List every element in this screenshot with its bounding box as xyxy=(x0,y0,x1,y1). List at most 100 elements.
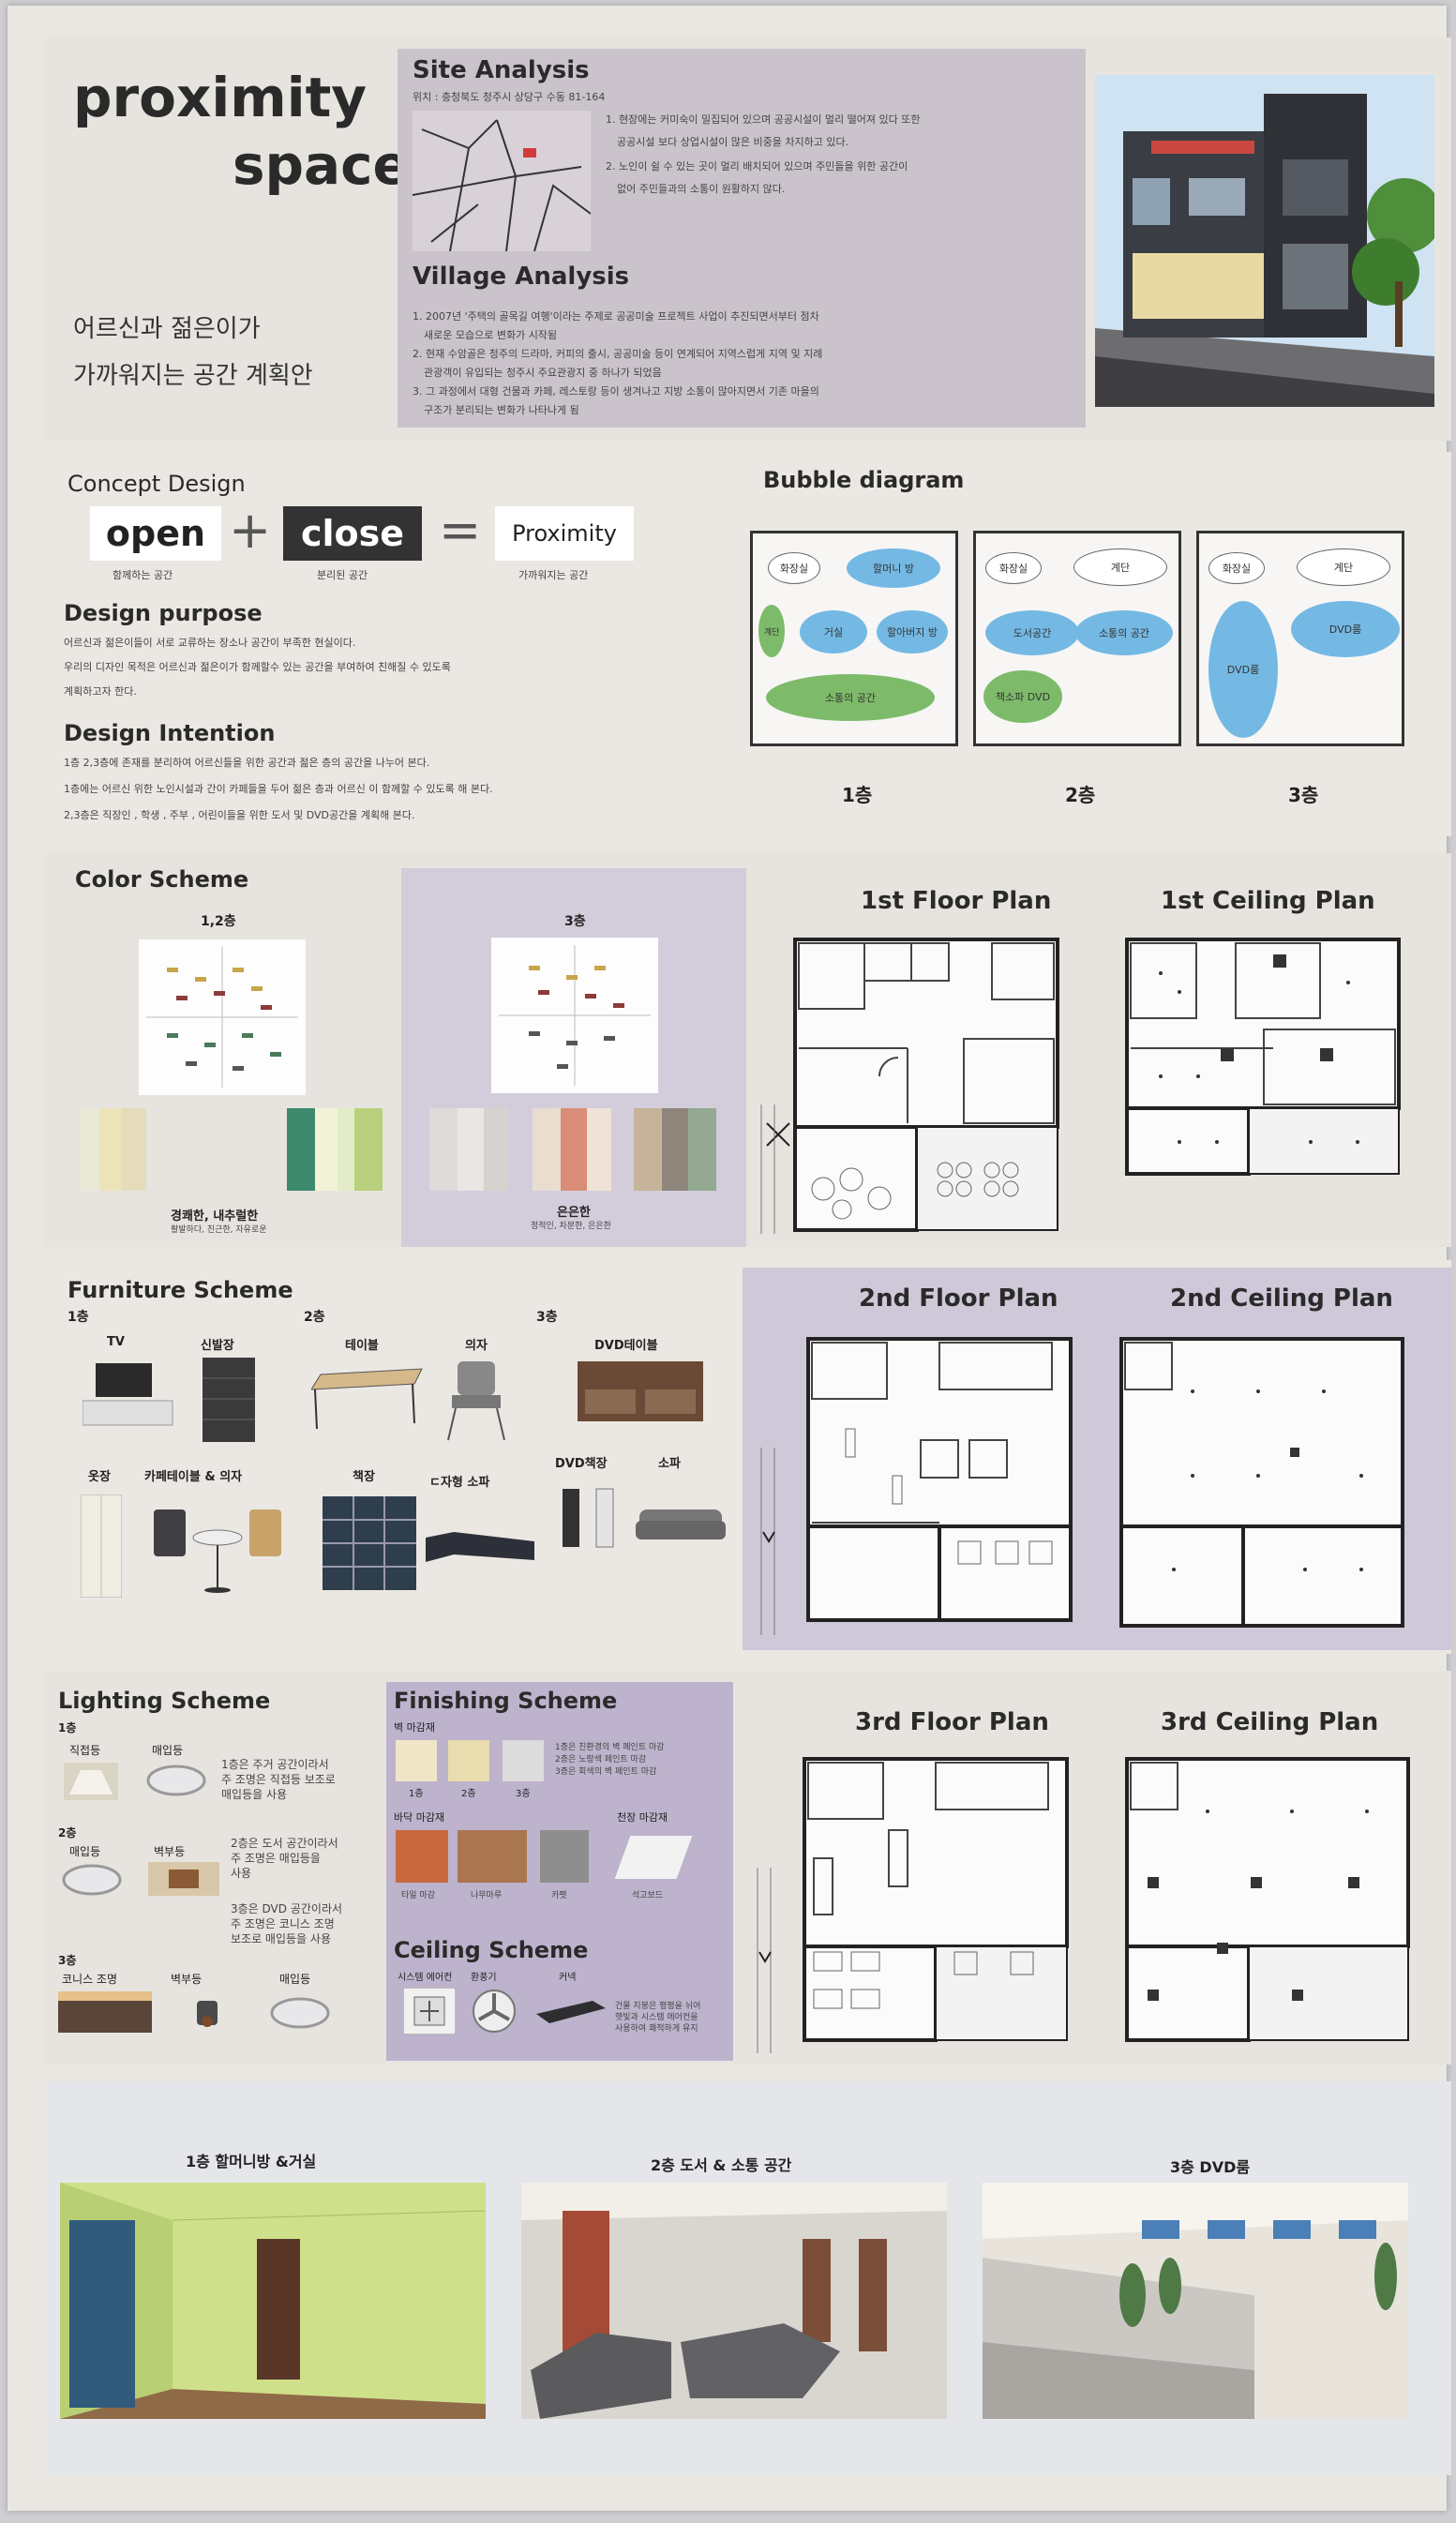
color-a-image-scale xyxy=(139,939,306,1095)
color-b-swatch xyxy=(458,1108,484,1191)
floor3-heading: 3rd Floor Plan xyxy=(855,1708,1049,1736)
color-a-swatch xyxy=(287,1108,315,1191)
render-3-image xyxy=(983,2183,1408,2419)
lighting-a: 직접등 xyxy=(69,1744,101,1757)
bubble-floor-1: 화장실 할머니 방 계단 거실 할아버지 방 소통의 공간 xyxy=(750,531,958,746)
finishing-cl1: 석고보드 xyxy=(632,1891,664,1900)
lighting-t3a: 3층은 DVD 공간이라서 xyxy=(231,1902,343,1915)
ceiling-scheme-note2: 햇빛과 시스템 에어컨을 xyxy=(615,2013,698,2022)
ceiling-scheme-heading: Ceiling Scheme xyxy=(394,1937,589,1963)
site-p2b: 없어 주민들과의 소통이 원활하지 않다. xyxy=(617,183,786,195)
color-a-sub: 활발하다, 친근한, 자유로운 xyxy=(171,1225,267,1235)
close-box: close xyxy=(283,506,422,561)
finishing-wall-note1: 1층은 친환경의 벽 페인트 마감 xyxy=(555,1743,665,1752)
wall-light-icon xyxy=(197,2001,218,2027)
site-map xyxy=(413,111,591,251)
purpose-heading: Design purpose xyxy=(64,600,263,626)
concept-heading: Concept Design xyxy=(68,471,246,497)
analysis-panel: Site Analysis 위치 : 충청북도 청주시 상당구 수동 81-16… xyxy=(398,49,1086,428)
lighting-t2a: 2층은 도서 공간이라서 xyxy=(231,1837,338,1850)
furniture-sofa-d-label: ㄷ자형 소파 xyxy=(429,1476,490,1490)
finishing-heading: Finishing Scheme xyxy=(394,1688,618,1714)
ceiling-scheme-note3: 사용하여 쾌적하게 유지 xyxy=(615,2024,698,2034)
lighting-t3b: 주 조명은 코니스 조명 xyxy=(231,1917,335,1930)
open-caption: 함께하는 공간 xyxy=(113,569,173,581)
color-b-swatch xyxy=(688,1108,716,1191)
render-2-image xyxy=(521,2183,947,2419)
render-2-label: 2층 도서 & 소통 공간 xyxy=(651,2156,792,2174)
furniture-dvdtable-image xyxy=(578,1361,703,1421)
bubble-1-d: 거실 xyxy=(800,610,867,653)
bubble-3-a: 화장실 xyxy=(1208,552,1265,584)
floor-chip-3 xyxy=(540,1830,589,1883)
ceiling2-plan xyxy=(1119,1337,1404,1628)
direct-light-icon xyxy=(64,1763,118,1800)
furniture-closet-label: 옷장 xyxy=(88,1470,111,1484)
furniture-chair-label: 의자 xyxy=(465,1339,488,1353)
color-a-swatch xyxy=(338,1108,354,1191)
lighting-t1a: 1층은 주거 공간이라서 xyxy=(221,1758,329,1771)
color-b-panel: 3층 은은한 정적인, 차분한, 은은한 xyxy=(401,868,746,1247)
finishing-floor: 바닥 마감재 xyxy=(394,1811,445,1824)
ceiling-chip-1 xyxy=(614,1836,693,1879)
site-address: 위치 : 충청북도 청주시 상당구 수동 81-164 xyxy=(413,91,606,103)
color-heading: Color Scheme xyxy=(75,866,249,893)
poster: proximity space 어르신과 젊은이가 가까워지는 공간 계획안 S… xyxy=(8,6,1451,2511)
village-p1b: 새로운 모습으로 변화가 시작됨 xyxy=(424,329,558,341)
bubble-2-a: 화장실 xyxy=(985,552,1042,584)
furniture-shoe-image xyxy=(203,1358,255,1442)
bubble-floor-3: 화장실 계단 DVD룸 DVD룸 xyxy=(1196,531,1404,746)
color-b-image-scale xyxy=(491,938,658,1093)
lighting-band: Lighting Scheme 1층 직접등 매입등 1층은 주거 공간이라서 … xyxy=(45,1671,1451,2065)
color-b-swatch xyxy=(662,1108,688,1191)
furniture-l3: 3층 xyxy=(536,1310,558,1325)
ceiling3-plan xyxy=(1125,1757,1410,2042)
furniture-l1: 1층 xyxy=(68,1310,89,1325)
color-b-label: 3층 xyxy=(564,914,586,929)
bubble-1-e: 할아버지 방 xyxy=(877,610,948,653)
intention-3: 2,3층은 직장인 , 학생 , 주부 , 어린이들을 위한 도서 및 DVD공… xyxy=(64,809,415,821)
bubble-label-1: 1층 xyxy=(842,784,873,806)
village-p1: 1. 2007년 '주택의 골목길 여행'이라는 주제로 공공미술 프로젝트 사… xyxy=(413,310,819,323)
result-caption: 가까워지는 공간 xyxy=(518,569,589,581)
site-p1: 1. 현장에는 커미숙이 밀집되어 있으며 공공시설이 멀리 떨어져 있다 또한 xyxy=(606,113,921,126)
furniture-tv-image xyxy=(83,1363,173,1426)
furniture-shoe-label: 신발장 xyxy=(201,1339,234,1353)
render-1-label: 1층 할머니방 &거실 xyxy=(186,2153,317,2170)
floor2-plan xyxy=(760,1337,1073,1635)
title-line2: space xyxy=(233,133,410,197)
drop-ceiling-icon xyxy=(536,2001,606,2023)
lighting-t1c: 매입등을 사용 xyxy=(221,1788,288,1801)
finishing-fl1: 타일 마감 xyxy=(401,1891,435,1900)
village-p3: 3. 그 과정에서 대형 건물과 카페, 레스토랑 등이 생겨나고 지방 소통이… xyxy=(413,385,819,398)
lighting-l3: 3층 xyxy=(58,1954,77,1967)
color-b-swatch xyxy=(533,1108,561,1191)
open-box: open xyxy=(90,506,221,561)
bubble-2-e: 책소파 DVD xyxy=(983,670,1062,723)
floor2-heading: 2nd Floor Plan xyxy=(859,1284,1058,1313)
close-caption: 분리된 공간 xyxy=(317,569,368,581)
color-b-swatch xyxy=(634,1108,662,1191)
color-a-swatch xyxy=(81,1108,99,1191)
purpose-2: 우리의 디자인 목적은 어르신과 젊은이가 함께할수 있는 공간을 부여하여 친… xyxy=(64,661,451,673)
purpose-3: 계획하고자 한다. xyxy=(64,685,137,698)
top-band: proximity space 어르신과 젊은이가 가까워지는 공간 계획안 S… xyxy=(45,38,1451,441)
bubble-3-b: 계단 xyxy=(1297,548,1390,586)
bubble-heading: Bubble diagram xyxy=(763,467,965,493)
furniture-table-label: 테이블 xyxy=(345,1339,379,1353)
ceiling-scheme-a: 시스템 에어컨 xyxy=(398,1973,453,1983)
wall-chip-3 xyxy=(503,1740,544,1781)
furniture-table-image xyxy=(311,1368,423,1430)
color-b-caption: 은은한 xyxy=(557,1206,591,1220)
bubble-1-b: 할머니 방 xyxy=(847,548,940,588)
color-a-caption: 경쾌한, 내추럴한 xyxy=(171,1209,259,1224)
furniture-sofa-d-image xyxy=(426,1532,534,1562)
bubble-2-d: 소통의 공간 xyxy=(1075,610,1173,655)
lighting-e: 코니스 조명 xyxy=(62,1973,118,1986)
ceiling1-heading: 1st Ceiling Plan xyxy=(1161,887,1375,915)
furniture-sofa-label: 소파 xyxy=(658,1457,681,1471)
wall-chip-1 xyxy=(396,1740,437,1781)
ceiling1-plan xyxy=(1125,938,1401,1176)
ceiling2-heading: 2nd Ceiling Plan xyxy=(1170,1284,1393,1313)
village-p2b: 관광객이 유입되는 청주시 주요관광지 중 하나가 되었음 xyxy=(424,367,662,379)
